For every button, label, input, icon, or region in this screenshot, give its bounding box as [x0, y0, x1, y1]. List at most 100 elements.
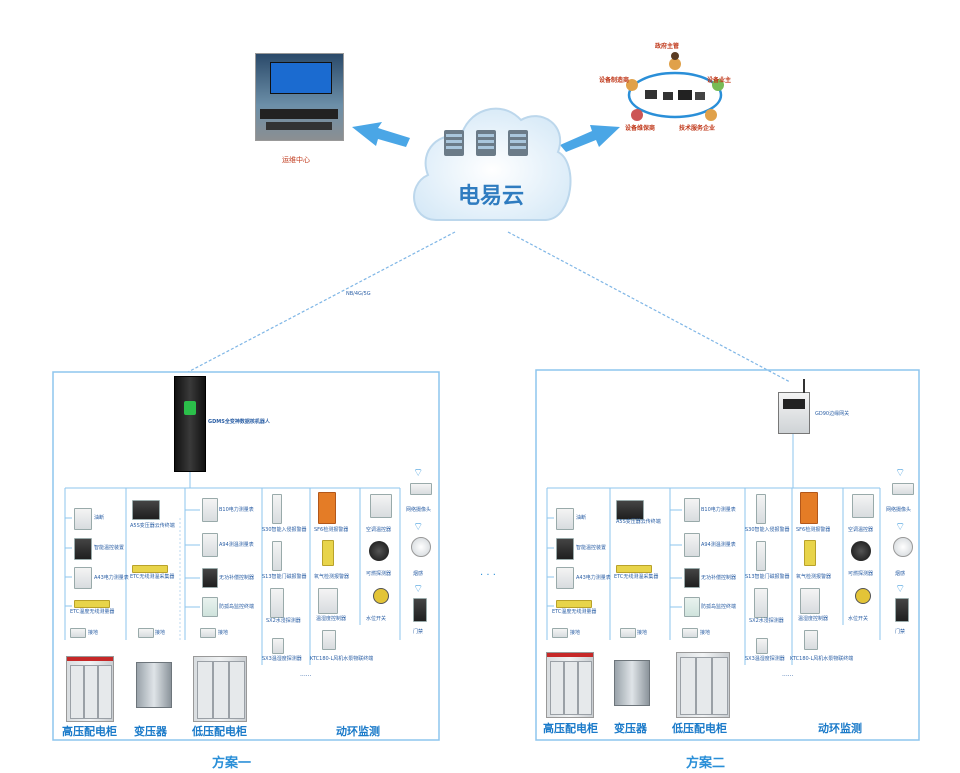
s1-device-9	[202, 498, 218, 522]
s1-device-2	[74, 538, 92, 560]
s1-transformer	[136, 662, 172, 708]
s2-left-1: 油断	[576, 515, 587, 521]
s2-lv-3: 无功补偿控制器	[701, 575, 737, 581]
s1-envA-3: SX2水浸探测器	[266, 618, 301, 624]
s2-envA-3: SX2水浸探测器	[749, 618, 784, 624]
s2-transformer	[614, 660, 650, 706]
s1-device-13	[200, 628, 216, 638]
s1-lv-1: B10电力测量表	[219, 507, 254, 513]
cloud: 电易云	[406, 90, 576, 232]
s1-left-5: 接地	[88, 630, 99, 636]
label-owner: 设备业主	[707, 77, 732, 84]
s2-envD-2: 烟感	[895, 571, 906, 577]
s1-left-4: ETC温度无线测量器	[70, 609, 115, 615]
s2-envA-2: S13智能门磁报警器	[745, 574, 790, 580]
s2-device-9	[684, 498, 700, 522]
s2-device-19	[804, 540, 816, 566]
s2-device-27	[895, 598, 909, 622]
s2-device-2	[556, 538, 574, 560]
s1-device-18	[318, 492, 336, 524]
s2-device-26	[893, 537, 913, 557]
s2-device-10	[684, 533, 700, 557]
s1-hv-cabinet	[66, 656, 114, 722]
s2-lv-cabinet	[676, 652, 730, 718]
s1-device-15	[272, 541, 282, 571]
s2-lv-5: 接地	[700, 630, 711, 636]
s2-device-23	[851, 541, 871, 561]
s1-lv-2: A94测温测量表	[219, 542, 254, 548]
cloud-title: 电易云	[457, 184, 524, 209]
s2-device-25	[892, 483, 914, 495]
operations-center-image	[255, 53, 344, 141]
s1-device-12	[202, 597, 218, 617]
s2-envD-3: 门禁	[895, 629, 906, 635]
server-icons	[444, 130, 528, 156]
s1-device-27	[413, 598, 427, 622]
s1-title: 方案一	[212, 756, 252, 771]
stakeholder-ring: 政府主管 设备制造商 设备业主 设备维保商 技术服务企业	[599, 40, 735, 140]
s2-hv-cabinet	[546, 652, 594, 718]
s2-envB-4: KTC180-L风机水泵物联终端	[790, 656, 854, 662]
scheme1-robot	[174, 376, 206, 472]
s1-envA-4: SX3温湿度探测器	[262, 656, 302, 662]
s1-envD-2: 烟感	[413, 571, 424, 577]
s1-device-10	[202, 533, 218, 557]
s2-wifi-icon-3: ⌔	[895, 582, 906, 595]
s2-device-6	[616, 500, 644, 520]
label-maint: 设备维保商	[625, 125, 656, 132]
scheme2-gateway	[778, 379, 810, 434]
s2-lv-2: A94测温测量表	[701, 542, 736, 548]
s2-mid-1: A5S变压器云传终端	[616, 519, 661, 525]
s1-left-1: 油断	[94, 515, 105, 521]
s2-cat-2: 变压器	[614, 722, 647, 735]
s2-wifi-icon-2: ⌔	[895, 520, 906, 533]
s2-device-13	[682, 628, 698, 638]
s1-device-26	[411, 537, 431, 557]
s1-left-2: 智能温控装置	[94, 545, 125, 551]
s2-title: 方案二	[686, 756, 726, 771]
s1-device-22	[370, 494, 392, 518]
s1-device-21	[322, 630, 336, 650]
s1-device-5	[70, 628, 86, 638]
s1-envD-3: 门禁	[413, 629, 424, 635]
s1-left-3: A43电力测量表	[94, 575, 129, 581]
s2-wifi-icon-1: ⌔	[895, 466, 906, 479]
link-label: NB/4G/5G	[346, 291, 371, 297]
s1-wifi-icon-1: ⌔	[413, 466, 424, 479]
s1-envC-2: 可燃探测器	[366, 571, 392, 577]
s1-device-6	[132, 500, 160, 520]
s1-cat-2: 变压器	[134, 725, 167, 738]
s1-lv-3: 无功补偿控制器	[219, 575, 255, 581]
s2-cat-4: 动环监测	[818, 722, 862, 735]
ring-shape	[626, 52, 724, 121]
s2-cat-1: 高压配电柜	[543, 722, 598, 735]
s2-device-24	[855, 588, 871, 604]
s1-lv-4: 防孤岛监控终端	[219, 604, 255, 610]
s2-device-3	[556, 567, 574, 589]
s2-device-17	[756, 638, 768, 654]
s2-device-22	[852, 494, 874, 518]
s2-dots: ......	[782, 671, 794, 678]
s1-device-4	[74, 600, 110, 608]
s1-dots: ......	[300, 671, 312, 678]
s2-left-4: ETC温度无线测量器	[552, 609, 597, 615]
s2-device-20	[800, 588, 820, 614]
label-maker: 设备制造商	[599, 77, 630, 84]
s2-envC-2: 可燃探测器	[848, 571, 874, 577]
s1-lv-5: 接地	[218, 630, 229, 636]
s1-device-14	[272, 494, 282, 524]
s1-mid-3: 接地	[155, 630, 166, 636]
s1-mid-1: A5S变压器云传终端	[130, 523, 175, 529]
s2-left-2: 智能温控装置	[576, 545, 607, 551]
s2-device-16	[754, 588, 768, 618]
s2-device-7	[616, 565, 652, 573]
s1-cat-1: 高压配电柜	[62, 725, 117, 738]
s1-mid-2: ETC无线测温采集器	[130, 574, 175, 580]
s2-envA-4: SX3温湿度探测器	[745, 656, 785, 662]
s2-device-1	[556, 508, 574, 530]
s1-envB-3: 温湿度控制器	[316, 616, 347, 622]
s1-device-23	[369, 541, 389, 561]
s1-cat-3: 低压配电柜	[192, 725, 247, 738]
s1-envB-1: SF6检测报警器	[314, 527, 349, 533]
